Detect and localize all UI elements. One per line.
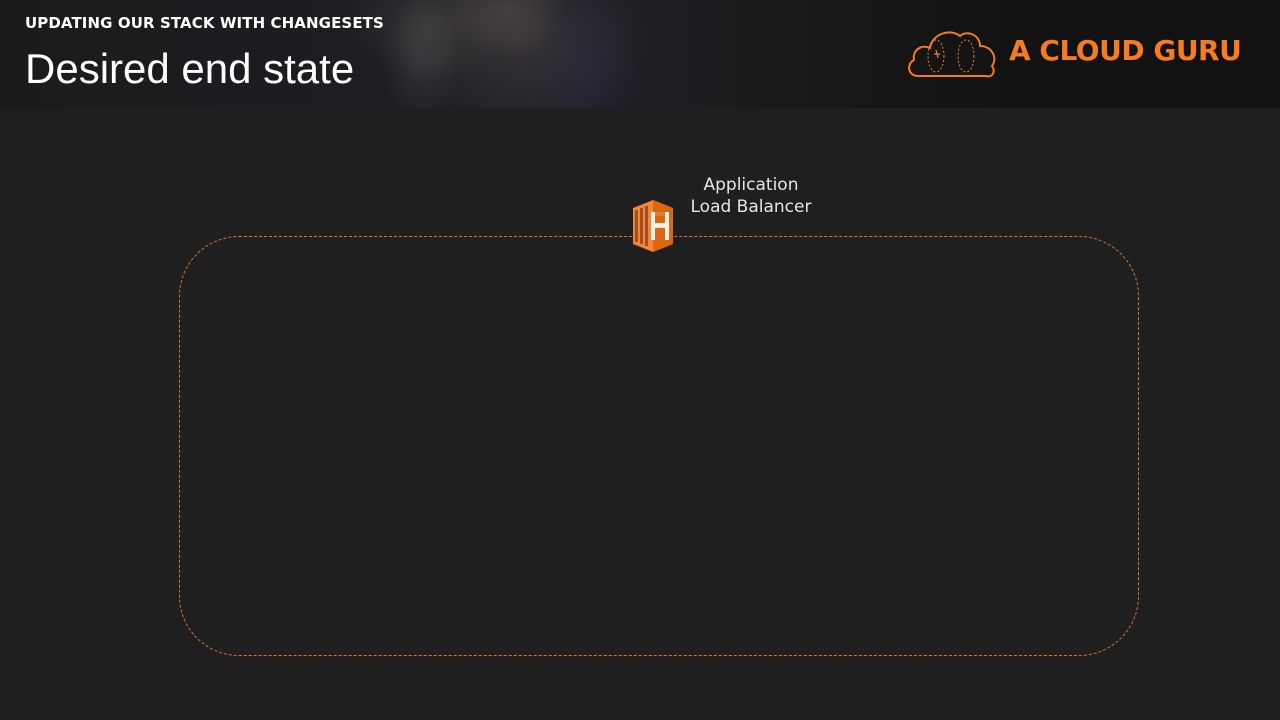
- section-kicker: UPDATING OUR STACK WITH CHANGESETS: [25, 14, 384, 32]
- slide-title: Desired end state: [25, 45, 355, 92]
- header-banner: UPDATING OUR STACK WITH CHANGESETS Desir…: [0, 0, 1280, 108]
- load-balancer-label-line2: Load Balancer: [690, 197, 812, 217]
- brand-wordmark: A CLOUD GURU: [1009, 34, 1242, 67]
- architecture-diagram: Application Load Balancer: [0, 108, 1280, 720]
- load-balancer-label-line1: Application: [703, 175, 799, 195]
- application-load-balancer-icon: [633, 200, 673, 252]
- load-balancer-label: Application Load Balancer: [670, 174, 832, 218]
- presenter-photo-background: [360, 0, 680, 108]
- cloud-logo-icon: [908, 31, 996, 78]
- network-boundary-box: [179, 236, 1139, 656]
- brand-logo: A CLOUD GURU: [904, 26, 1244, 82]
